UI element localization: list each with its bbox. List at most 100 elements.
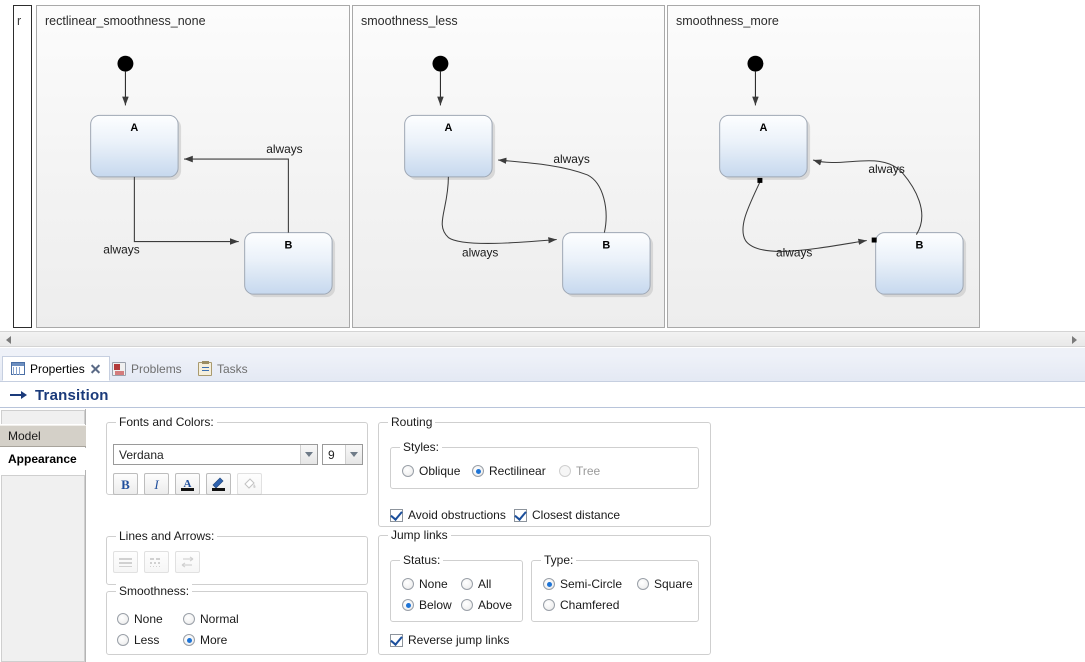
property-tab-appearance[interactable]: Appearance (0, 448, 86, 470)
radio-status-above[interactable]: Above (461, 598, 512, 612)
radio-status-below[interactable]: Below (402, 598, 452, 612)
option-label: Closest distance (532, 508, 621, 522)
diagram-panel-smoothness-more[interactable]: smoothness_more A B (667, 5, 980, 328)
diagram-panel-clipped[interactable]: r (13, 5, 32, 328)
radio-indicator (543, 578, 555, 590)
fill-color-button[interactable] (237, 473, 262, 495)
radio-type-square[interactable]: Square (637, 577, 693, 591)
option-label: All (478, 577, 492, 591)
radio-style-tree[interactable]: Tree (559, 464, 600, 478)
close-icon[interactable] (90, 363, 101, 374)
checkbox-avoid-obstructions[interactable]: Avoid obstructions (390, 508, 506, 522)
transition-label: always (868, 162, 904, 176)
diagram-panel-title: rectlinear_smoothness_none (45, 14, 206, 28)
radio-indicator (472, 465, 484, 477)
tab-problems[interactable]: Problems (104, 356, 190, 381)
check-indicator (390, 508, 403, 522)
editor-horizontal-scrollbar[interactable] (0, 331, 1085, 347)
chevron-down-icon[interactable] (300, 445, 317, 464)
property-tab-label: Appearance (8, 452, 77, 466)
group-label: Lines and Arrows: (116, 529, 218, 543)
radio-style-oblique[interactable]: Oblique (402, 464, 460, 478)
radio-type-chamfered[interactable]: Chamfered (543, 598, 619, 612)
diagram-canvas-2[interactable]: A B always always (353, 6, 664, 327)
font-size-value: 9 (328, 447, 335, 462)
property-tab-label: Model (8, 429, 41, 443)
svg-text:A: A (184, 478, 192, 490)
radio-indicator (183, 613, 195, 625)
arrow-type-button[interactable] (175, 551, 200, 573)
tablist-empty-area (1, 475, 85, 662)
option-label: Less (134, 633, 160, 647)
checkbox-reverse-jump-links[interactable]: Reverse jump links (390, 633, 509, 647)
diagram-panel-smoothness-less[interactable]: smoothness_less A B (352, 5, 665, 328)
tab-properties[interactable]: Properties (2, 356, 110, 381)
option-label: Semi-Circle (560, 577, 623, 591)
radio-smoothness-less[interactable]: Less (117, 633, 159, 647)
radio-indicator (543, 599, 555, 611)
svg-text:B: B (602, 239, 610, 251)
line-style-icon (119, 558, 132, 567)
bold-button[interactable]: B (113, 473, 138, 495)
radio-status-none[interactable]: None (402, 577, 448, 591)
radio-smoothness-none[interactable]: None (117, 612, 163, 626)
radio-style-rectilinear[interactable]: Rectilinear (472, 464, 546, 478)
italic-button[interactable]: I (144, 473, 169, 495)
option-label: Normal (200, 612, 239, 626)
diagram-panel-title: r (17, 14, 22, 28)
option-label: Tree (576, 464, 601, 478)
scroll-left-icon[interactable] (2, 332, 17, 347)
font-color-button[interactable]: A (175, 473, 200, 495)
radio-indicator (402, 578, 414, 590)
diagram-panel-rectlinear-smoothness-none[interactable]: rectlinear_smoothness_none (36, 5, 350, 328)
diagram-panel-title: smoothness_less (361, 14, 458, 28)
option-label: Avoid obstructions (408, 508, 506, 522)
tab-tasks[interactable]: Tasks (190, 356, 256, 381)
svg-text:B: B (284, 239, 292, 251)
option-label: None (419, 577, 448, 591)
option-label: Oblique (419, 464, 461, 478)
line-type-button[interactable] (144, 551, 169, 573)
paint-bucket-icon (244, 478, 256, 489)
tasks-icon (198, 360, 212, 376)
radio-indicator (637, 578, 649, 590)
pen-icon (212, 477, 225, 491)
checkbox-closest-distance[interactable]: Closest distance (514, 508, 620, 522)
font-size-combo[interactable]: 9 (322, 444, 363, 465)
radio-smoothness-normal[interactable]: Normal (183, 612, 239, 626)
group-label: Styles: (400, 440, 443, 454)
radio-indicator (117, 613, 129, 625)
option-label: Chamfered (560, 598, 620, 612)
svg-text:A: A (130, 122, 138, 134)
group-label: Fonts and Colors: (116, 415, 217, 429)
svg-text:A: A (444, 122, 452, 134)
scroll-right-icon[interactable] (1068, 332, 1083, 347)
diagram-canvas-1[interactable]: A B always always (37, 6, 349, 327)
radio-indicator (117, 634, 129, 646)
diagram-canvas-3[interactable]: A B always always (668, 6, 979, 327)
page-title: Transition (35, 386, 109, 404)
radio-smoothness-more[interactable]: More (183, 633, 227, 647)
line-color-button[interactable] (206, 473, 231, 495)
radio-status-all[interactable]: All (461, 577, 491, 591)
form-title-bar: Transition (0, 382, 1085, 408)
property-tab-model[interactable]: Model (0, 425, 86, 447)
option-label: Below (419, 598, 452, 612)
tab-label: Properties (30, 361, 85, 376)
diagram-editor-area: r rectlinear_smoothness_none (0, 0, 1085, 356)
line-style-button[interactable] (113, 551, 138, 573)
chevron-down-icon[interactable] (345, 445, 362, 464)
editor-bottom-strip (0, 348, 1085, 356)
font-family-combo[interactable]: Verdana (113, 444, 318, 465)
tab-label: Problems (131, 361, 182, 376)
radio-indicator (559, 465, 571, 477)
group-jump-status: Status: None All Below Above (390, 553, 523, 622)
radio-type-semi-circle[interactable]: Semi-Circle (543, 577, 622, 591)
font-family-value: Verdana (119, 447, 164, 462)
group-label: Status: (400, 553, 444, 567)
group-jump-type: Type: Semi-Circle Square Chamfered (531, 553, 699, 622)
option-label: More (200, 633, 228, 647)
group-smoothness: Smoothness: None Normal Less More (106, 584, 368, 655)
view-tab-bar: Properties Problems Tasks (0, 356, 1085, 382)
